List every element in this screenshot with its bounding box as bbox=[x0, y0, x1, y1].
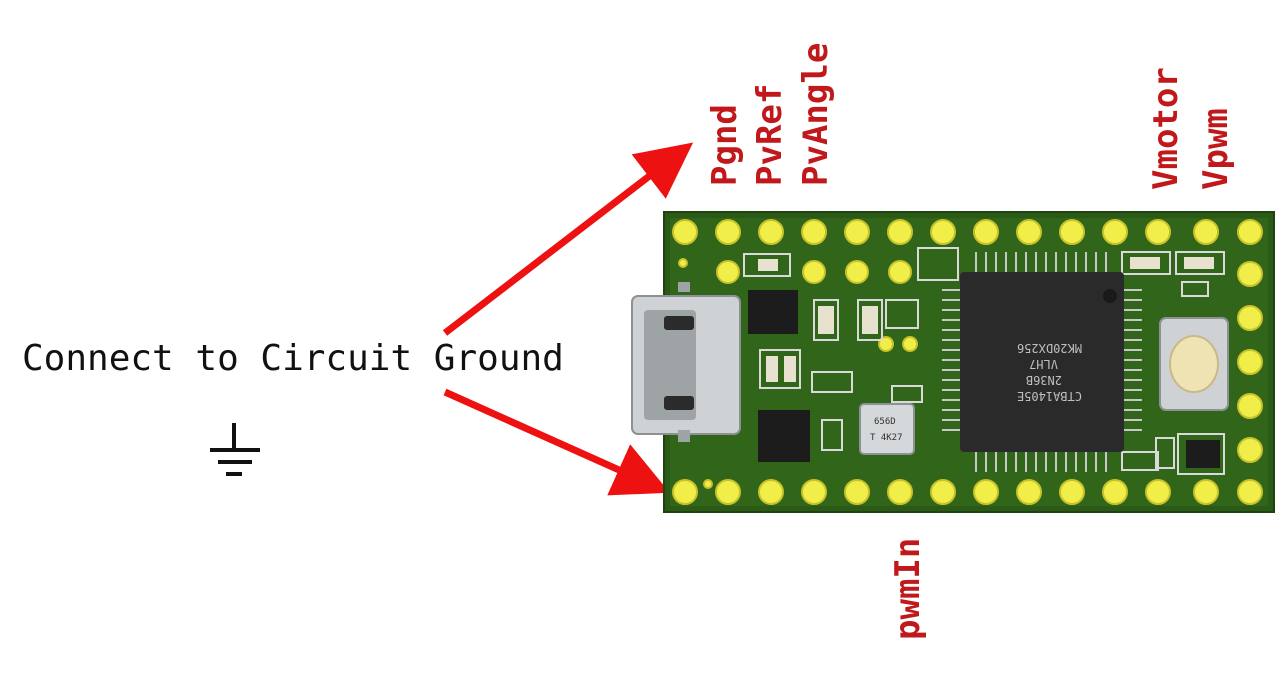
mcu-leads bbox=[942, 252, 1142, 472]
inner-pads bbox=[678, 258, 918, 489]
pin-label-vmotor: Vmotor bbox=[1146, 67, 1186, 190]
program-button bbox=[1159, 317, 1229, 411]
mcu-label-line3: 2N36B bbox=[1026, 373, 1062, 387]
pin-label-pwmin: pwmIn bbox=[888, 537, 928, 640]
mcu-chip: CTBA1405E 2N36B VLH7 MK20DX256 bbox=[960, 272, 1124, 452]
ground-symbol-icon bbox=[210, 423, 260, 476]
arrow-to-bottom-ground-pin bbox=[443, 388, 670, 496]
mcu-label-line2: VLH7 bbox=[1029, 357, 1058, 371]
teensy-board: 656D T 4K27 bbox=[631, 211, 1275, 513]
smd-resistors bbox=[758, 257, 1214, 382]
pin-label-pvref: PvRef bbox=[750, 83, 790, 186]
mcu-label-line4: CTBA1405E bbox=[1017, 389, 1082, 403]
bottom-pin-row bbox=[672, 479, 1263, 505]
crystal-label-line2: T 4K27 bbox=[870, 433, 903, 443]
pin-label-pgnd: Pgnd bbox=[705, 104, 745, 186]
crystal-label-line1: 656D bbox=[874, 417, 896, 427]
pin-label-pvangle: PvAngle bbox=[796, 42, 836, 186]
usb-connector bbox=[631, 282, 741, 442]
crystal-oscillator: 656D T 4K27 bbox=[859, 403, 915, 455]
mcu-label-line1: MK20DX256 bbox=[1017, 341, 1082, 355]
right-pin-column bbox=[1237, 261, 1263, 463]
small-chip bbox=[758, 410, 810, 462]
top-pin-row bbox=[672, 219, 1263, 245]
passive-components bbox=[743, 247, 1225, 475]
pin-label-vpwm: Vpwm bbox=[1196, 108, 1236, 190]
regulator-chip bbox=[748, 290, 798, 334]
small-ic bbox=[1186, 440, 1220, 468]
caption-connect-ground: Connect to Circuit Ground bbox=[22, 338, 564, 379]
arrow-to-top-ground-pin bbox=[442, 142, 694, 336]
